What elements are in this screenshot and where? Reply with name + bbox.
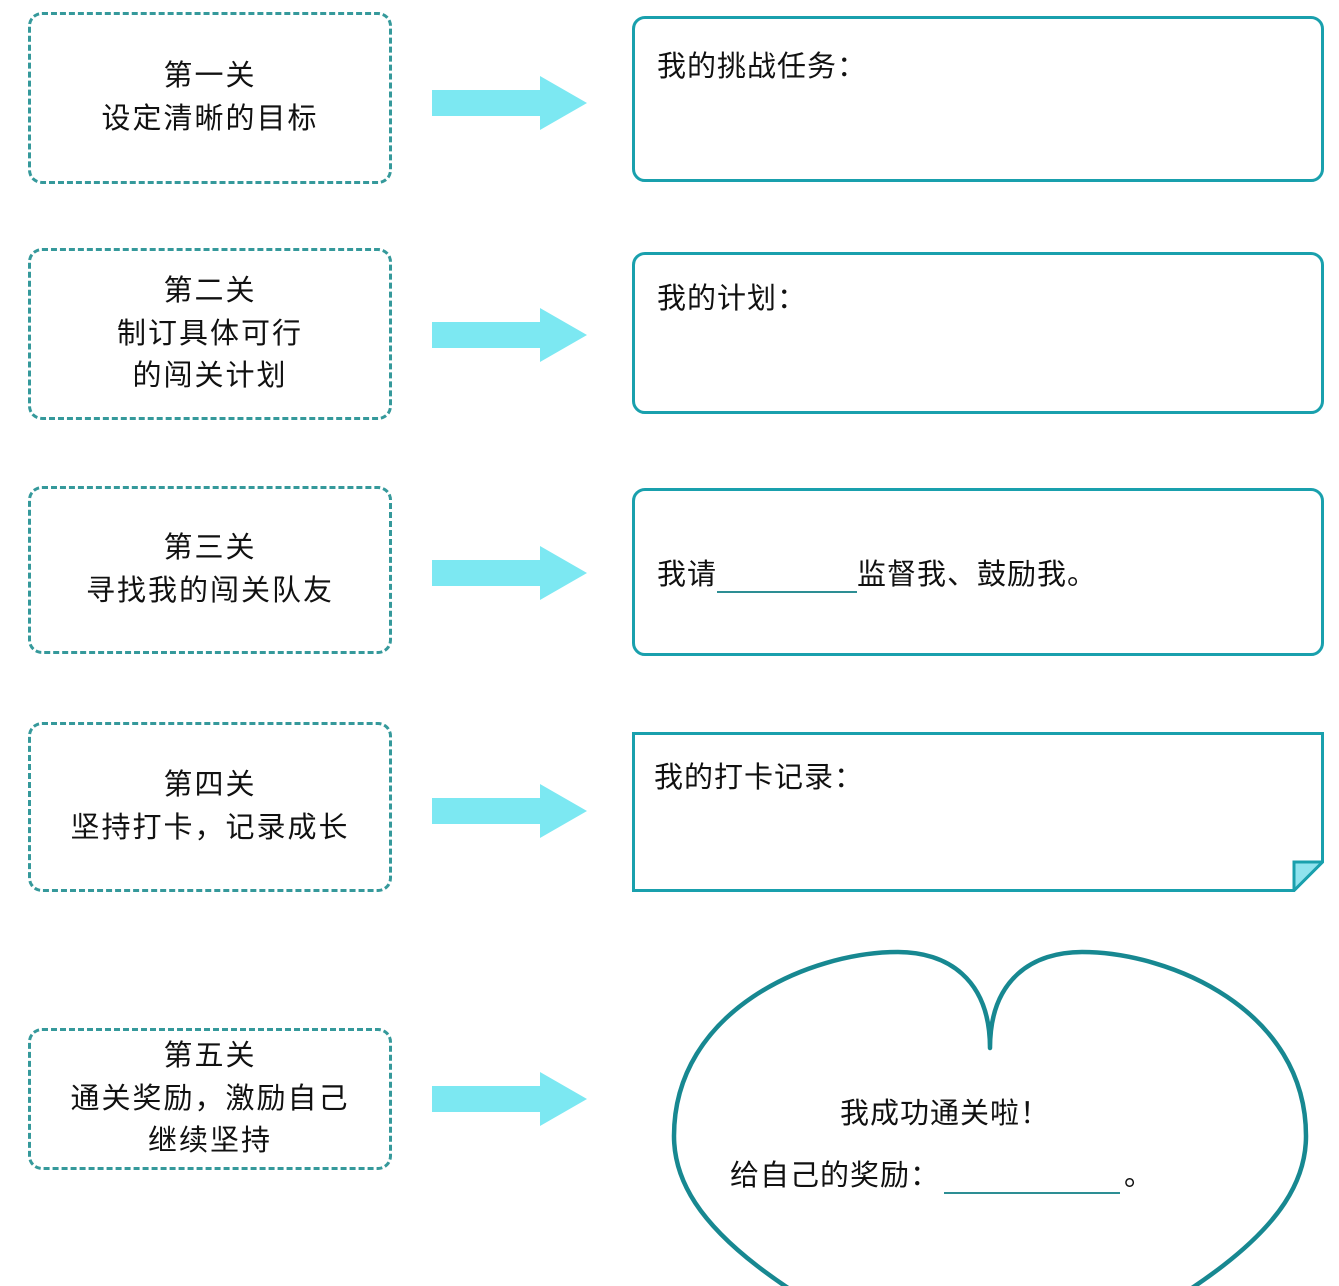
answer-box-3-sentence: 我请 监督我、鼓励我。: [657, 551, 1097, 593]
right-arrow-icon-1: [432, 76, 587, 130]
level-card-1-line-1: 第一关: [163, 60, 257, 93]
heart-line-2: 给自己的奖励： 。: [730, 1152, 1154, 1194]
heart-line-2-suffix: 。: [1124, 1160, 1155, 1192]
level-card-5-line-2: 通关奖励，激励自己: [70, 1082, 350, 1115]
level-card-2-line-2: 制订具体可行: [116, 317, 303, 350]
reward-heart[interactable]: 我成功通关啦！ 给自己的奖励： 。: [650, 930, 1330, 1286]
answer-box-1[interactable]: 我的挑战任务：: [632, 16, 1324, 182]
level-card-4: 第四关 坚持打卡，记录成长: [28, 722, 392, 892]
level-card-4-line-2: 坚持打卡，记录成长: [70, 812, 350, 844]
level-card-3-line-1: 第三关: [163, 532, 257, 565]
answer-box-1-label: 我的挑战任务：: [657, 51, 868, 83]
answer-box-3[interactable]: 我请 监督我、鼓励我。: [632, 488, 1324, 656]
level-card-3-line-2: 寻找我的闯关队友: [85, 575, 334, 607]
level-card-2-line-3: 的闯关计划: [132, 360, 288, 393]
level-card-4-line-1: 第四关: [163, 769, 257, 802]
level-card-5-line-3: 继续坚持: [147, 1125, 272, 1158]
level-card-5-line-1: 第五关: [163, 1039, 257, 1072]
heart-reward-blank[interactable]: [944, 1162, 1121, 1194]
right-arrow-icon-2: [432, 308, 587, 362]
level-card-5: 第五关 通关奖励，激励自己 继续坚持: [28, 1028, 392, 1170]
heart-line-2-prefix: 给自己的奖励：: [730, 1160, 941, 1192]
right-arrow-icon-3: [432, 546, 587, 600]
answer-box-3-prefix: 我请: [657, 559, 718, 591]
right-arrow-icon-5: [432, 1072, 587, 1126]
level-card-3: 第三关 寻找我的闯关队友: [28, 486, 392, 654]
heart-icon: [671, 949, 1309, 1286]
level-card-2-line-1: 第二关: [163, 274, 257, 307]
right-arrow-icon-4: [432, 784, 587, 838]
level-card-2: 第二关 制订具体可行 的闯关计划: [28, 248, 392, 420]
answer-box-2-label: 我的计划：: [657, 283, 808, 315]
heart-line-1: 我成功通关啦！: [840, 1098, 1051, 1130]
level-card-1: 第一关 设定清晰的目标: [28, 12, 392, 184]
level-card-1-line-2: 设定清晰的目标: [101, 103, 319, 135]
answer-box-4[interactable]: 我的打卡记录：: [632, 732, 1324, 892]
answer-box-3-suffix: 监督我、鼓励我。: [857, 559, 1098, 591]
answer-box-4-outline: [632, 732, 1324, 892]
answer-box-4-label: 我的打卡记录：: [654, 762, 865, 794]
answer-box-3-blank[interactable]: [717, 561, 858, 593]
answer-box-2[interactable]: 我的计划：: [632, 252, 1324, 414]
